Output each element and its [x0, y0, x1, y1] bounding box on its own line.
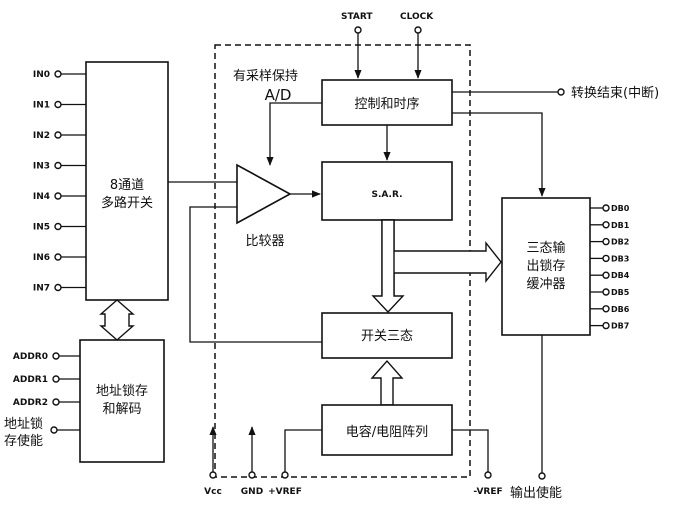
ad-label: A/D: [265, 86, 292, 104]
sar-to-switch-bus-arrow: [371, 219, 405, 314]
output-buffer-line1: 三态输: [526, 240, 565, 256]
analog-input-pin: [54, 283, 62, 292]
data-output-label: DB6: [611, 305, 630, 314]
analog-input-pin: [54, 100, 62, 109]
analog-input-pin: [54, 222, 62, 231]
analog-input-label: IN1: [33, 101, 50, 111]
vcc-pin: [209, 471, 217, 479]
output-buffer-line3: 缓冲器: [526, 277, 565, 292]
vcc-label: Vcc: [204, 487, 222, 497]
data-output-label: DB3: [611, 254, 629, 263]
comparator-triangle: [236, 163, 292, 225]
tristate-switch-label: 开关三态: [361, 329, 413, 344]
gnd-pin: [248, 471, 256, 479]
address-input-pin: [52, 398, 60, 406]
address-latch-line1: 地址锁存: [96, 383, 148, 399]
analog-input-pin: [54, 161, 62, 170]
sar-block: [321, 161, 453, 221]
data-output-pin: [602, 305, 610, 313]
vref-pos-wire: [284, 429, 322, 472]
data-output-label: DB4: [611, 271, 630, 280]
data-output-label: DB1: [611, 221, 630, 230]
gnd-label: GND: [241, 487, 263, 497]
address-latch-block: [79, 339, 165, 463]
control-to-comparator-wire: [266, 102, 322, 166]
address-input-pin: [52, 352, 60, 360]
data-output-pin: [602, 221, 610, 229]
start-pin: [354, 26, 362, 34]
comparator-label: 比较器: [245, 234, 284, 249]
analog-input-label: IN2: [33, 131, 50, 141]
address-input-label: ADDR2: [13, 398, 48, 408]
control-to-buffer-wire: [452, 112, 546, 197]
eoc-pin: [557, 88, 565, 96]
clock-pin: [414, 26, 422, 34]
addr-enable-line1: 地址锁: [4, 416, 43, 432]
output-enable-label: 输出使能: [510, 485, 562, 501]
analog-input-pin: [54, 70, 62, 78]
control-timing-label: 控制和时序: [354, 97, 419, 112]
data-output-pin: [602, 288, 610, 296]
vref-neg-pin: [484, 471, 492, 479]
vref-pos-label: +VREF: [268, 487, 302, 497]
sample-hold-label: 有采样保持: [233, 69, 298, 84]
data-output-pin: [602, 237, 610, 246]
resistor-array-label: 电容/电阻阵列: [346, 424, 428, 440]
analog-input-label: IN0: [33, 70, 50, 80]
data-output-label: DB0: [611, 204, 630, 213]
analog-input-label: IN6: [33, 253, 50, 263]
analog-input-label: IN5: [33, 223, 50, 233]
addr-enable-line2: 存使能: [4, 433, 43, 449]
data-output-label: DB7: [611, 322, 629, 331]
mux-block: [85, 61, 169, 301]
output-buffer-line2: 出锁存: [526, 258, 565, 274]
address-input-pin: [52, 375, 60, 383]
address-input-label: ADDR0: [13, 352, 48, 362]
address-latch-line2: 和解码: [102, 402, 141, 417]
data-output-label: DB2: [611, 238, 629, 247]
data-output-pin: [602, 271, 610, 279]
analog-input-label: IN3: [33, 162, 50, 172]
control-timing-block: [321, 79, 453, 126]
sar-label: S.A.R.: [372, 190, 403, 200]
analog-input-label: IN7: [33, 284, 50, 294]
mux-label-line2: 多路开关: [101, 195, 153, 211]
switch-to-comparator-wire: [189, 206, 322, 343]
clock-label: CLOCK: [400, 12, 434, 22]
array-to-switch-bus-arrow: [370, 359, 404, 406]
eoc-label: 转换结束(中断): [571, 86, 659, 101]
analog-input-label: IN4: [33, 192, 50, 202]
data-output-label: DB5: [611, 288, 630, 297]
output-buffer-block: [501, 197, 591, 336]
vref-neg-wire: [452, 429, 489, 472]
analog-input-pin: [54, 131, 62, 139]
mux-label-line1: 8通道: [110, 178, 144, 193]
sar-to-buffer-bus-arrow: [381, 219, 502, 297]
data-output-pin: [602, 254, 610, 263]
analog-input-pin: [54, 253, 62, 261]
output-enable-pin: [538, 472, 546, 480]
mux-addr-bus-arrow: [99, 299, 135, 341]
vref-neg-label: -VREF: [473, 487, 502, 497]
data-output-pin: [602, 321, 610, 330]
vref-pos-pin: [281, 471, 289, 479]
tristate-switch-block: [321, 312, 453, 359]
data-output-pin: [602, 204, 610, 212]
addr-enable-pin: [50, 426, 58, 434]
start-label: START: [341, 12, 373, 22]
analog-input-pin: [54, 192, 62, 200]
address-input-label: ADDR1: [13, 375, 48, 385]
